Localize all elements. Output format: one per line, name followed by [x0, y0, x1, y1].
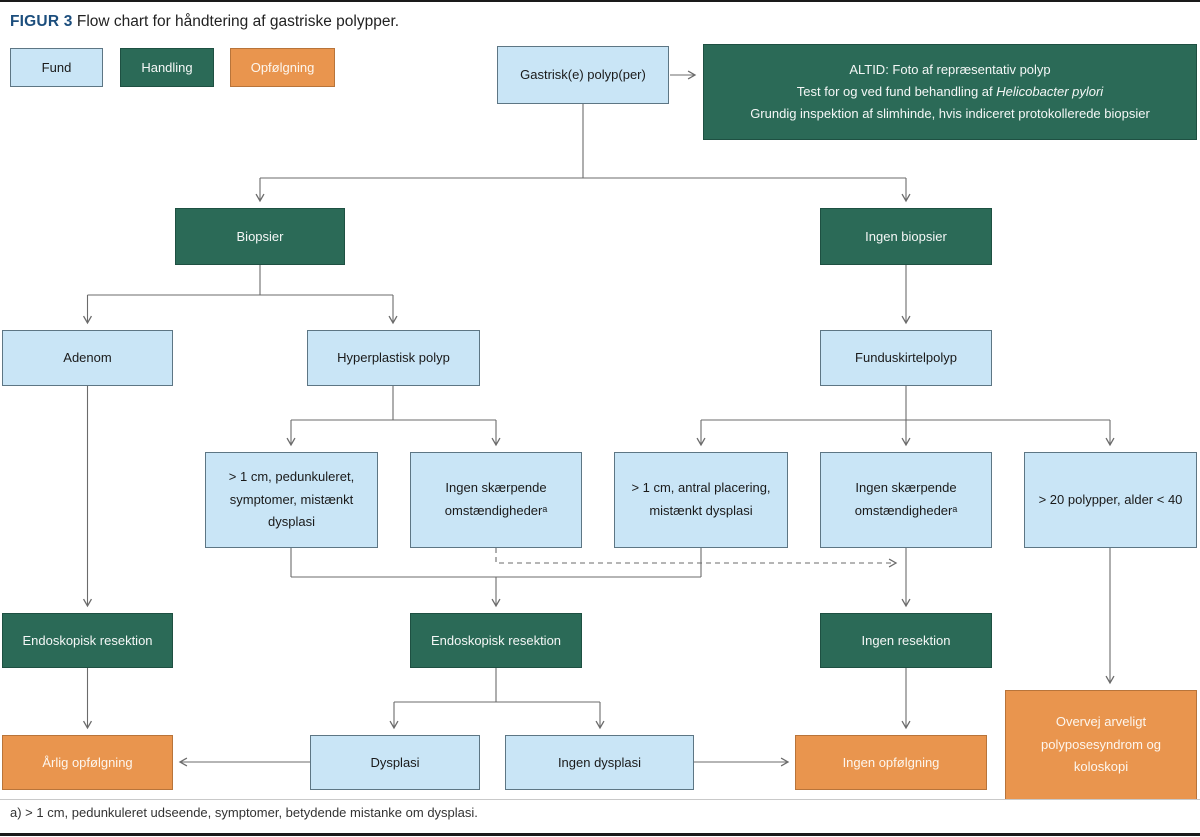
- altid-line2: Test for og ved fund behandling af Helic…: [796, 83, 1104, 99]
- helicobacter-italic: Helicobacter pylori: [996, 83, 1104, 99]
- legend-label: Handling: [141, 59, 193, 75]
- legend-item-opfoelgning: Opfølgning: [230, 48, 335, 87]
- node-label: > 1 cm, pedunkuleret, symptomer, mistænk…: [228, 468, 355, 530]
- node-label: > 1 cm, antral placering, mistænkt dyspl…: [631, 480, 771, 518]
- bottom-rule: [0, 833, 1200, 836]
- legend-item-handling: Handling: [120, 48, 214, 87]
- node-label: Overvej arveligt polyposesyndrom og kolo…: [1041, 713, 1161, 775]
- node-adenom: Adenom: [2, 330, 173, 386]
- node-dysplasi: Dysplasi: [310, 735, 480, 790]
- node-cond-20-polypper: > 20 polypper, alder < 40: [1024, 452, 1197, 548]
- node-label: Ingen skærpende omstændighederᵃ: [854, 480, 958, 518]
- node-label: Adenom: [63, 350, 112, 366]
- node-ingen-opfoelgning: Ingen opfølgning: [795, 735, 987, 790]
- footnote: a) > 1 cm, pedunkuleret udseende, sympto…: [10, 805, 478, 820]
- node-endoskopisk-resektion-2: Endoskopisk resektion: [410, 613, 582, 668]
- node-label: Endoskopisk resektion: [430, 632, 562, 648]
- node-label: Dysplasi: [370, 754, 420, 770]
- figure-title-text: Flow chart for håndtering af gastriske p…: [72, 13, 400, 30]
- top-rule: [0, 0, 1200, 2]
- node-gastriske-polypper: Gastrisk(e) polyp(per): [497, 46, 669, 104]
- node-label: Ingen dysplasi: [557, 754, 642, 770]
- node-ingen-biopsier: Ingen biopsier: [820, 208, 992, 265]
- node-label: Årlig opfølgning: [42, 754, 133, 770]
- node-label: Endoskopisk resektion: [22, 632, 153, 648]
- node-ingen-dysplasi: Ingen dysplasi: [505, 735, 694, 790]
- node-altid-instructions: ALTID: Foto af repræsentativ polyp Test …: [703, 44, 1197, 140]
- figure-number: FIGUR 3: [10, 13, 73, 30]
- footnote-divider: [0, 799, 1200, 800]
- node-cond-antral: > 1 cm, antral placering, mistænkt dyspl…: [614, 452, 788, 548]
- node-label: > 20 polypper, alder < 40: [1038, 491, 1183, 507]
- node-label: Biopsier: [236, 228, 284, 244]
- node-label: Ingen resektion: [861, 632, 951, 648]
- legend-label: Fund: [41, 59, 72, 75]
- node-funduskirtelpolyp: Funduskirtelpolyp: [820, 330, 992, 386]
- node-overvej-polyposesyndrom: Overvej arveligt polyposesyndrom og kolo…: [1005, 690, 1197, 800]
- node-label: Ingen skærpende omstændighederᵃ: [444, 480, 548, 518]
- node-label: Gastrisk(e) polyp(per): [520, 67, 646, 83]
- node-aarlig-opfoelgning: Årlig opfølgning: [2, 735, 173, 790]
- node-ingen-resektion: Ingen resektion: [820, 613, 992, 668]
- legend-label: Opfølgning: [250, 59, 315, 75]
- altid-line3: Grundig inspektion af slimhinde, hvis in…: [750, 106, 1150, 122]
- node-biopsier: Biopsier: [175, 208, 345, 265]
- node-label: Funduskirtelpolyp: [855, 350, 957, 366]
- altid-line1: ALTID: Foto af repræsentativ polyp: [849, 61, 1051, 77]
- node-endoskopisk-resektion-1: Endoskopisk resektion: [2, 613, 173, 668]
- node-label: Hyperplastisk polyp: [337, 350, 450, 366]
- node-hyperplastisk-polyp: Hyperplastisk polyp: [307, 330, 480, 386]
- node-cond-ingen-skaerpende-1: Ingen skærpende omstændighederᵃ: [410, 452, 582, 548]
- node-cond-pedunkuleret: > 1 cm, pedunkuleret, symptomer, mistænk…: [205, 452, 378, 548]
- figure-title: FIGUR 3 Flow chart for håndtering af gas…: [10, 13, 910, 31]
- node-label: Ingen opfølgning: [842, 754, 940, 770]
- node-label: Ingen biopsier: [865, 228, 947, 244]
- node-cond-ingen-skaerpende-2: Ingen skærpende omstændighederᵃ: [820, 452, 992, 548]
- legend-item-fund: Fund: [10, 48, 103, 87]
